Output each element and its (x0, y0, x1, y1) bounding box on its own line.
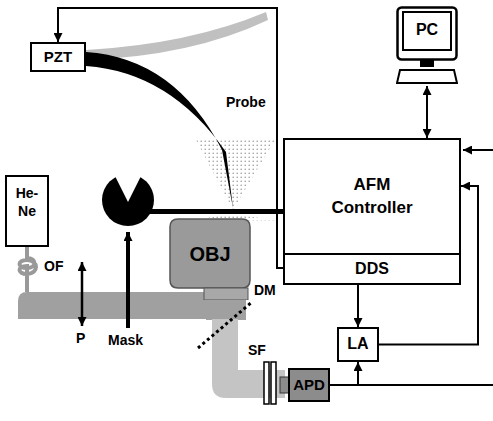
signal-wire (350, 384, 493, 386)
dds-section: DDS (285, 253, 459, 283)
lockin-box: LA (337, 327, 379, 362)
signal-connector (357, 283, 359, 327)
signal-connector (426, 86, 428, 138)
objective-lens: OBJ (168, 218, 252, 300)
spatial-filter (271, 362, 276, 404)
mask-notch (112, 170, 144, 202)
pzt-box: PZT (30, 42, 86, 72)
polarizer-arrow (81, 262, 84, 326)
node-text: AFM Controller (317, 174, 427, 218)
detector-box: APD (288, 368, 330, 402)
node-text: LA (347, 334, 368, 355)
probe-label: Probe (226, 94, 266, 111)
polarizer-label: P (76, 330, 85, 347)
controller-box: AFM ControllerDDS (283, 138, 461, 285)
dichroic-mirror (198, 302, 252, 348)
node-text: DDS (355, 259, 389, 280)
computer-shape (396, 6, 458, 86)
computer-icon: PC (396, 6, 458, 86)
fiber-label: OF (44, 258, 63, 275)
laser-box: He-Ne (5, 175, 49, 247)
optical-fiber (20, 247, 37, 292)
node-text: OBJ (189, 241, 230, 267)
node-text: PZT (44, 47, 72, 67)
signal-wire (463, 149, 493, 151)
mirror-label: DM (254, 282, 276, 299)
mask-holder (126, 232, 130, 328)
near-field-spot (195, 138, 276, 210)
filter-label: SF (248, 342, 266, 359)
signal-connector (330, 362, 358, 385)
node-text: PC (416, 20, 438, 41)
cantilever-ghost (86, 12, 268, 60)
sample-slide (150, 209, 305, 214)
mask-label: Mask (108, 332, 143, 349)
spatial-filter (264, 362, 269, 404)
node-text: He-Ne (7, 184, 47, 220)
node-text: APD (293, 375, 325, 395)
